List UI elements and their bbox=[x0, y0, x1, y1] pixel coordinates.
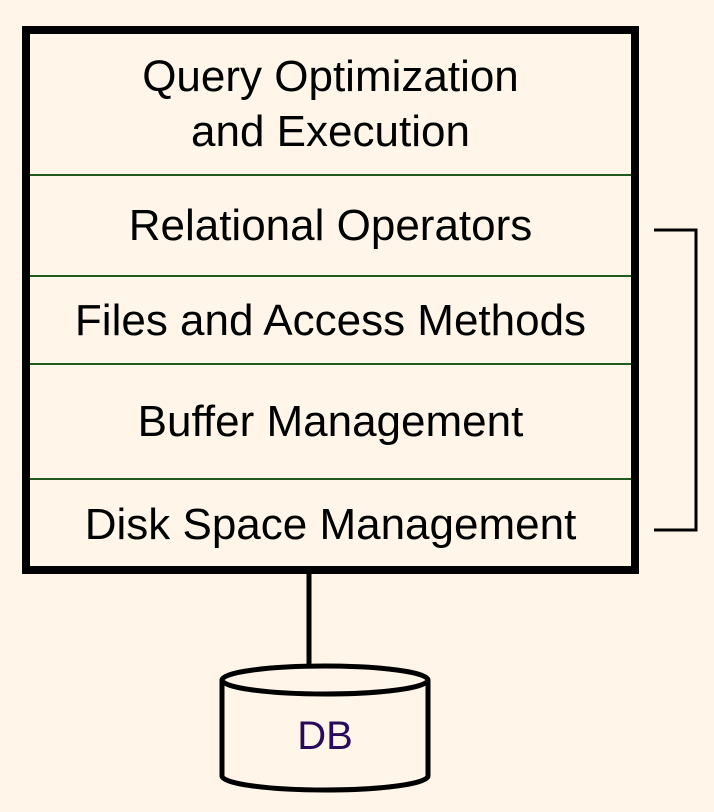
layer-label: Disk Space Management bbox=[84, 499, 577, 549]
layer-query-optimization: Query Optimization and Execution bbox=[30, 34, 631, 174]
dbms-layer-stack: Query Optimization and Execution Relatio… bbox=[22, 26, 639, 574]
database-label: DB bbox=[297, 714, 353, 758]
layer-divider bbox=[30, 363, 631, 365]
layer-label: Files and Access Methods bbox=[74, 295, 587, 345]
layer-label: Query Optimization and Execution bbox=[142, 52, 519, 156]
layer-bracket bbox=[654, 228, 698, 532]
layer-buffer-management: Buffer Management bbox=[30, 365, 631, 478]
layer-divider bbox=[30, 275, 631, 277]
layer-disk-space-management: Disk Space Management bbox=[30, 480, 631, 568]
layer-label: Buffer Management bbox=[137, 397, 524, 446]
layer-divider bbox=[30, 174, 631, 176]
layer-divider bbox=[30, 478, 631, 480]
layer-relational-operators: Relational Operators bbox=[30, 176, 631, 275]
layer-label: Relational Operators bbox=[128, 201, 533, 250]
layer-files-access-methods: Files and Access Methods bbox=[30, 277, 631, 363]
